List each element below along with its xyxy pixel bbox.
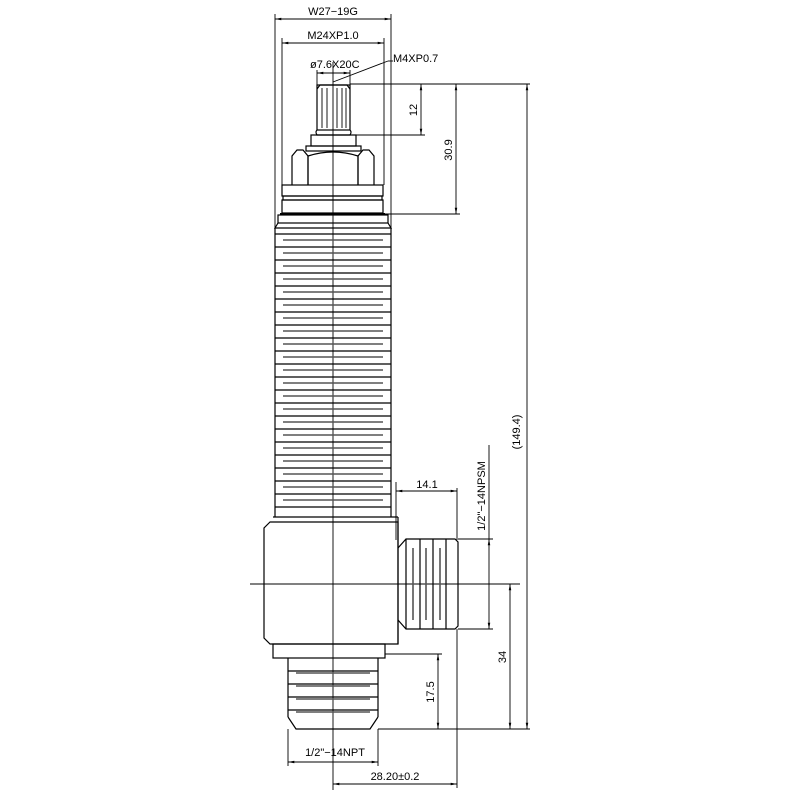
dim-center-to-outlet: 28.20±0.2	[333, 629, 458, 788]
label-body-thread: M24XP1.0	[307, 30, 358, 42]
label-inlet-height: 17.5	[425, 681, 437, 702]
center-lines	[250, 62, 520, 790]
dim-outlet-height: 34	[497, 584, 512, 729]
dim-spline: ø7.6X20C	[310, 59, 360, 85]
dim-inlet-height: 17.5	[385, 653, 442, 729]
spline-stem	[305, 84, 362, 152]
label-spline: ø7.6X20C	[310, 59, 360, 71]
dim-outlet-offset: 14.1	[395, 479, 458, 540]
label-center-to-outlet: 28.20±0.2	[371, 771, 420, 783]
label-inlet-thread: 1/2"−14NPT	[305, 747, 365, 759]
label-outlet-height: 34	[497, 651, 509, 663]
label-screw-thread: M4XP0.7	[393, 53, 438, 65]
dim-head-height: 30.9	[385, 84, 460, 215]
valve-body	[263, 516, 399, 659]
hex-nut	[273, 149, 393, 229]
label-overall-length: (149.4)	[511, 415, 523, 450]
inlet-thread	[287, 658, 379, 730]
label-outlet-offset: 14.1	[416, 479, 437, 491]
dim-overall-length: (149.4)	[378, 83, 530, 730]
label-head-height: 30.9	[443, 139, 455, 160]
label-top-thread: W27−19G	[308, 6, 358, 18]
dim-top-thread: W27−19G	[274, 6, 392, 228]
label-spline-height: 12	[408, 104, 420, 116]
label-outlet-thread: 1/2"−14NPSM	[476, 461, 488, 531]
dim-spline-height: 12	[350, 83, 460, 136]
dim-screw-thread: M4XP0.7	[332, 53, 438, 83]
outlet-spout	[397, 538, 459, 630]
dim-outlet-thread: 1/2"−14NPSM	[458, 445, 493, 630]
threaded-body	[274, 228, 392, 517]
dim-inlet-thread: 1/2"−14NPT	[287, 729, 379, 766]
